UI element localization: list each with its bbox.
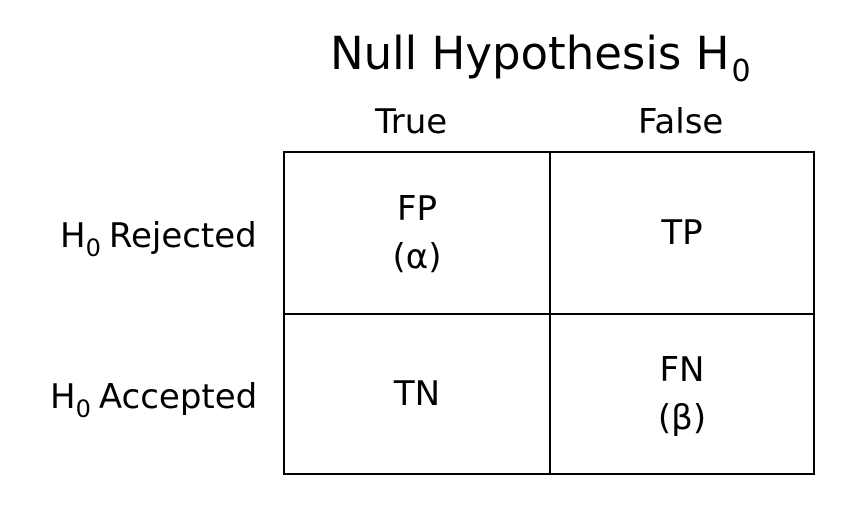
row-symbol: H <box>60 216 86 256</box>
cell-error-symbol: (α) <box>392 237 442 277</box>
row-label: Accepted <box>98 377 258 417</box>
cell-true-negative: TN <box>285 315 551 473</box>
column-header-true: True <box>375 102 448 142</box>
cell-label: FN <box>659 350 705 390</box>
row-label: Rejected <box>108 216 257 256</box>
row-subscript: 0 <box>75 395 91 423</box>
cell-true-positive: TP <box>551 153 813 315</box>
cell-label: TN <box>393 374 441 414</box>
diagram-title: Null Hypothesis H0 <box>330 26 751 89</box>
cell-false-negative: FN (β) <box>551 315 813 473</box>
cell-error-symbol: (β) <box>657 398 707 438</box>
cell-label: TP <box>661 213 703 253</box>
cell-false-positive: FP (α) <box>285 153 551 315</box>
row-subscript: 0 <box>85 234 101 262</box>
title-subscript: 0 <box>731 54 751 89</box>
confusion-matrix: FP (α) TP TN FN (β) <box>283 151 815 475</box>
cell-label: FP <box>396 189 438 229</box>
row-symbol: H <box>50 377 76 417</box>
title-text: Null Hypothesis H <box>330 27 730 80</box>
column-header-false: False <box>638 102 724 142</box>
